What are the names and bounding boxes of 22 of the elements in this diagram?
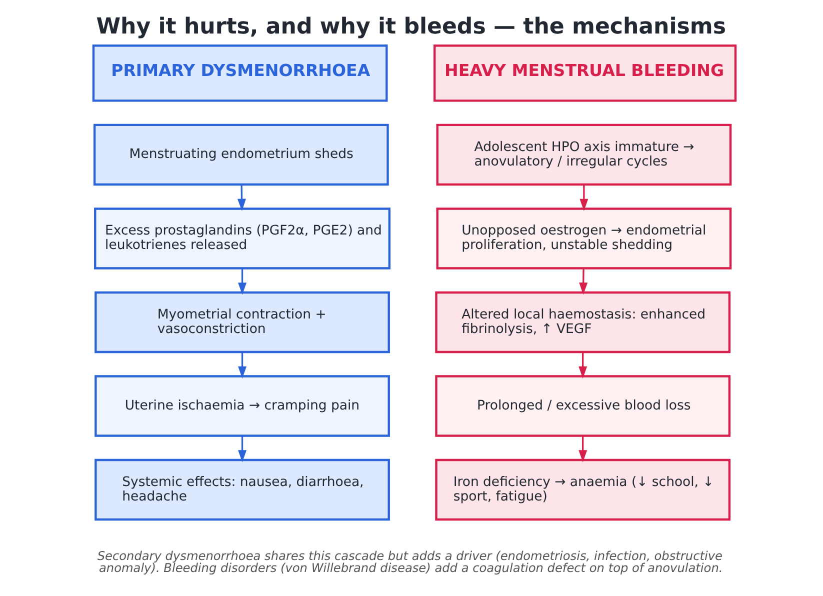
node-box: Excess prostaglandins (PGF2α, PGE2) and leukotrienes released [94,208,390,270]
node-box: PRIMARY DYSMENORRHOEA [92,44,388,102]
arrow [238,352,246,379]
node-box: Myometrial contraction + vasoconstriction [94,291,390,354]
arrow [238,436,246,462]
arrow [578,268,588,295]
node-box: Altered local haemostasis: enhanced fibrinolysis, ↑ VEGF [434,291,730,354]
node-box: Uterine ischaemia → cramping pain [94,375,390,437]
caption: Secondary dysmenorrhoea shares this cascade but adds a driver (endometriosis, infection, obstructive anomaly). Bleeding disorders (von Willebrand disease) add a coagulation defect on top of anovulation. [96,549,722,576]
diagram-title: Why it hurts, and why it bleeds — the mechanisms [96,14,726,40]
arrow [578,352,587,379]
node-box: Iron deficiency → anaemia (↓ school, ↓ sport, fatigue) [434,458,730,521]
node-box: HEAVY MENSTRUAL BLEEDING [433,44,736,102]
node-box: Systemic effects: nausea, diarrhoea, headache [94,458,390,521]
arrow [237,184,246,211]
node-box: Unopposed oestrogen → endometrial proliferation, unstable shedding [436,208,732,270]
node-box: Prolonged / excessive blood loss [434,375,730,437]
arrow [579,184,588,211]
arrow [238,268,246,295]
arrow [578,436,587,462]
node-box: Adolescent HPO axis immature → anovulatory / irregular cycles [436,124,732,186]
node-box: Menstruating endometrium sheds [92,124,388,186]
